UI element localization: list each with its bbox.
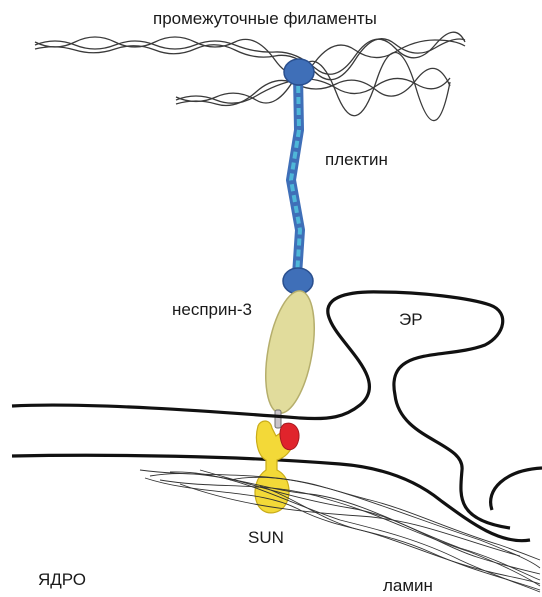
nesprin3-body xyxy=(258,287,323,417)
label-nucleus: ЯДРО xyxy=(38,571,86,588)
membrane-edge-right xyxy=(491,468,542,510)
plectin-head-top xyxy=(284,59,314,85)
intermediate-filaments xyxy=(35,32,465,120)
lamin-meshwork xyxy=(140,470,540,592)
label-plectin: плектин xyxy=(325,151,388,168)
label-lamin: ламин xyxy=(383,577,433,594)
label-intermediate-filaments: промежуточные филаменты xyxy=(153,10,377,27)
label-er: ЭР xyxy=(399,311,423,328)
plectin-rod xyxy=(291,75,300,275)
nesprin3-tail xyxy=(275,410,281,428)
label-nesprin3: несприн-3 xyxy=(172,301,252,318)
label-sun: SUN xyxy=(248,529,284,546)
kash-domain xyxy=(280,423,299,450)
plectin-head-bottom xyxy=(283,268,313,294)
